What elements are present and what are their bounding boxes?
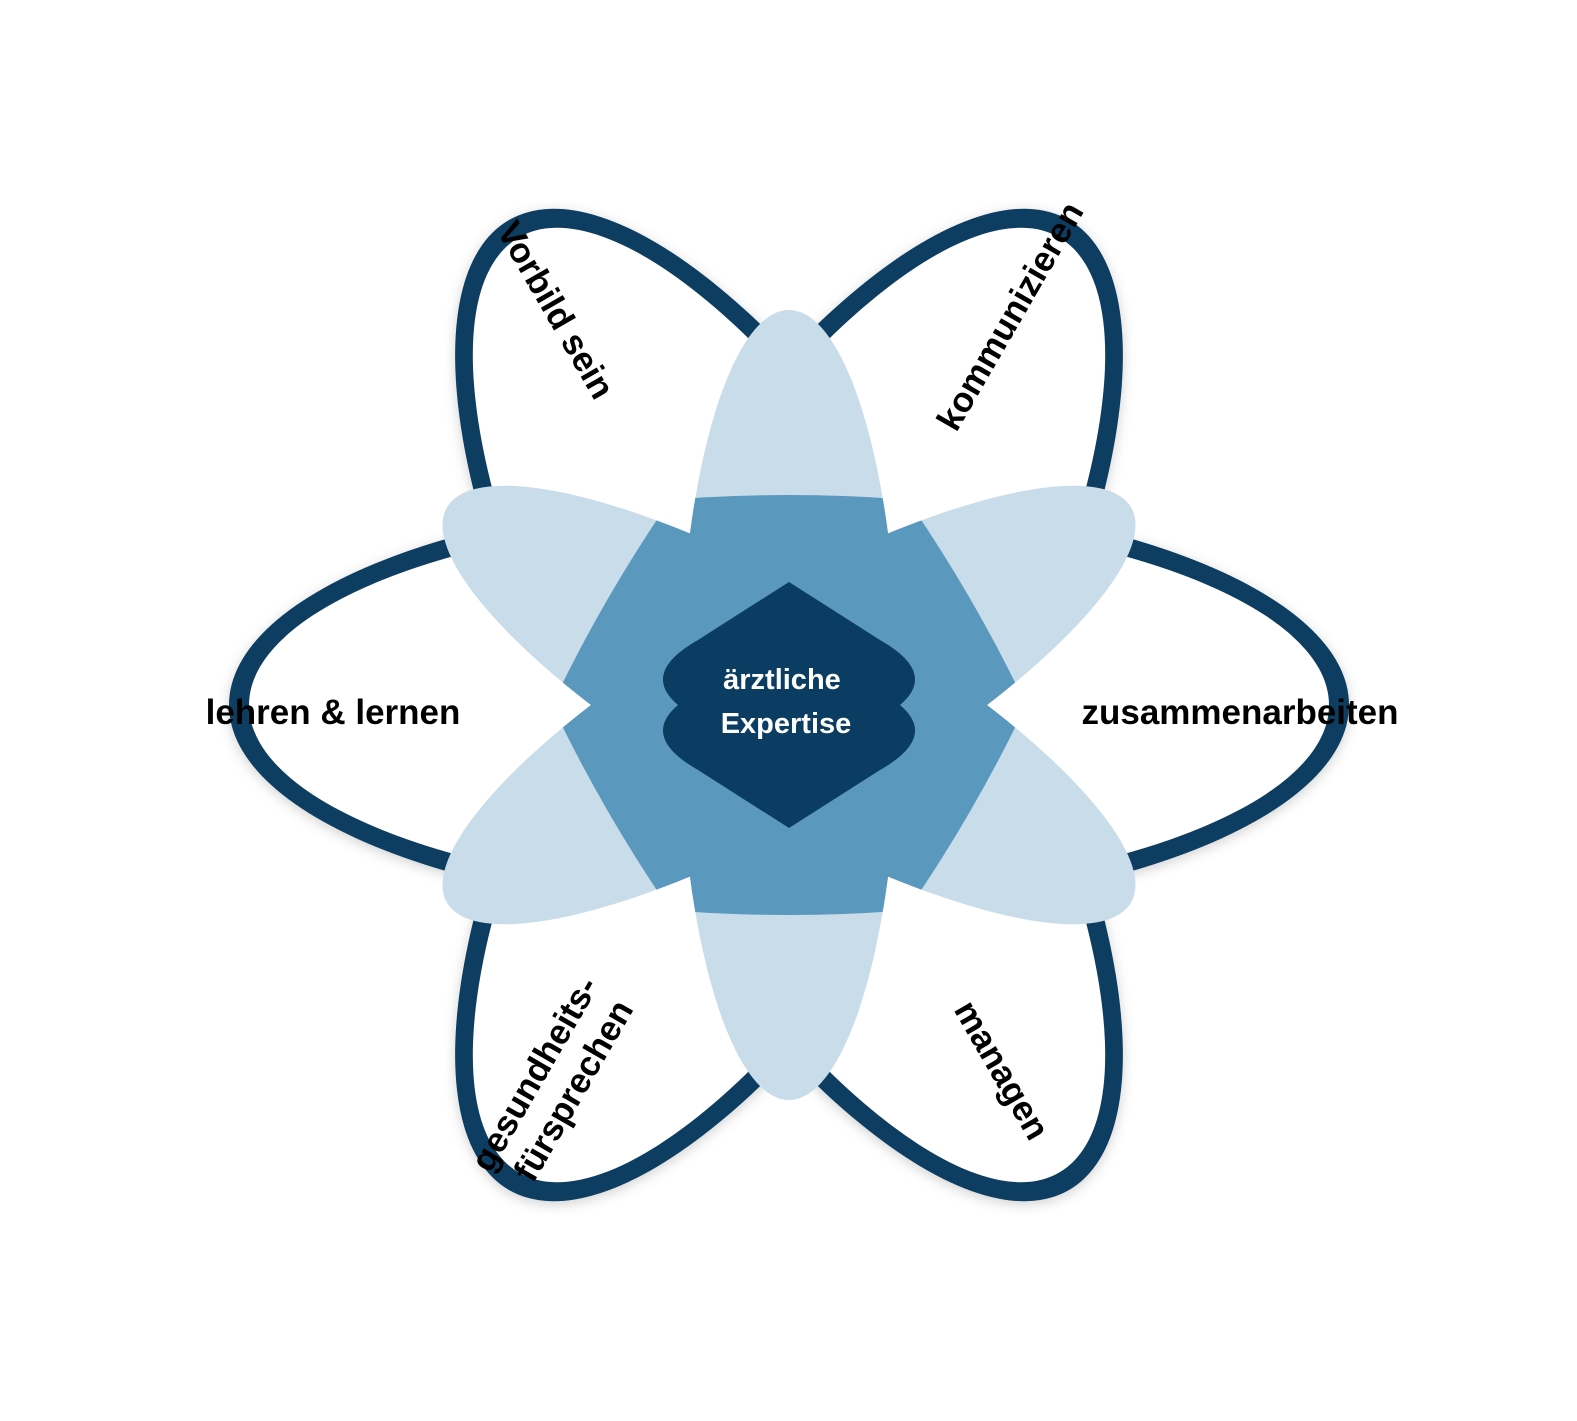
role-label-zusammenarbeiten: zusammenarbeiten	[1081, 693, 1398, 732]
role-label-lehren: lehren & lernen	[206, 693, 461, 732]
center-label: ärztliche Expertise	[721, 664, 852, 740]
center-star	[662, 582, 916, 828]
